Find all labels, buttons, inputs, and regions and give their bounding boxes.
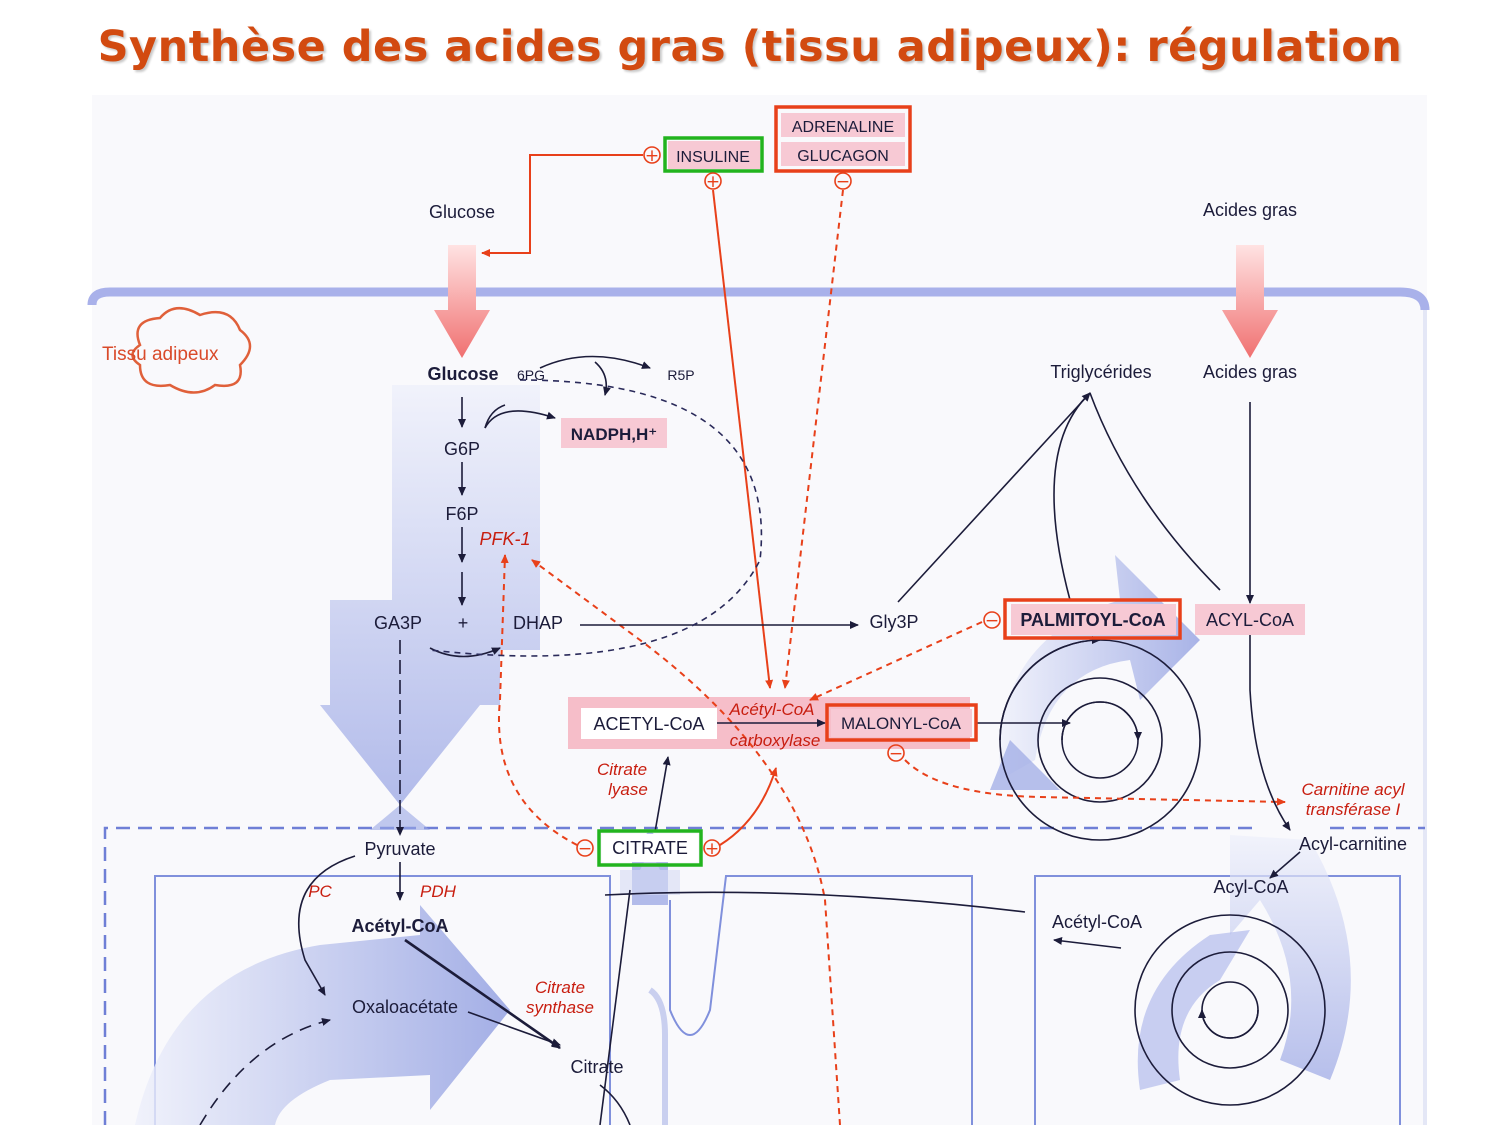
pc-label: PC — [308, 882, 332, 901]
palmitoyl-coa-box — [1003, 598, 1182, 640]
mitochondria-outer-membrane — [103, 826, 1260, 1125]
palmitoyl-coa-label: PALMITOYL-CoA — [1020, 610, 1165, 630]
mito-acetyl-coa-bold-label: Acétyl-CoA — [351, 916, 448, 936]
cpt1-label-line2: transférase I — [1306, 800, 1401, 819]
svg-text:+: + — [705, 839, 719, 859]
glucose-label: Glucose — [427, 364, 498, 384]
citrate-label: Citrate — [570, 1057, 623, 1077]
acc-label-line2: carboxylase — [730, 731, 821, 750]
mitochondria-inner-membrane-left — [154, 875, 611, 1125]
oxaloacetate-label: Oxaloacétate — [352, 997, 458, 1017]
ga3p-label: GA3P — [374, 613, 422, 633]
beta-oxidation-spiral — [1134, 914, 1326, 1106]
fatty-acid-entry-arrow — [1222, 245, 1278, 358]
citrate-box-label: CITRATE — [612, 838, 688, 858]
mito-acyl-coa-label: Acyl-CoA — [1213, 877, 1288, 897]
acc-label-line1: Acétyl-CoA — [728, 700, 814, 719]
acyl-carnitine-label: Acyl-carnitine — [1299, 834, 1407, 854]
gly3p-label: Gly3P — [869, 612, 918, 632]
f6p-label: F6P — [445, 504, 478, 524]
glycolysis-flux-arrow — [320, 385, 540, 805]
insuline-box — [663, 136, 764, 173]
tissue-cloud-icon — [131, 307, 252, 394]
beta-oxidation-arrow — [1230, 835, 1351, 1080]
svg-text:+: + — [645, 146, 659, 166]
acetyl-coa-box — [581, 708, 717, 739]
acetyl-coa-label: ACETYL-CoA — [593, 714, 704, 734]
nadph-label: NADPH,H⁺ — [571, 425, 657, 444]
r5p-label: R5P — [667, 367, 694, 383]
fatty-acids-label: Acides gras — [1203, 362, 1297, 382]
mitochondria-inner-membrane-right — [1034, 875, 1401, 1125]
malonyl-coa-label: MALONYL-CoA — [841, 714, 962, 733]
cpt1-label-line1: Carnitine acyl — [1302, 780, 1406, 799]
glucose-entry-arrow — [434, 245, 490, 358]
svg-text:−: − — [578, 839, 592, 859]
citrate-synthase-line1: Citrate — [535, 978, 585, 997]
citrate-lyase-line1: Citrate — [597, 760, 647, 779]
insuline-label: INSULINE — [676, 149, 750, 166]
tissue-label: Tissu adipeux — [102, 344, 219, 365]
plus-label: + — [458, 613, 469, 633]
pentose-phosphate-loop — [429, 379, 763, 657]
cell-membrane — [87, 287, 1430, 311]
slide-title: Synthèse des acides gras (tissu adipeux)… — [97, 22, 1403, 72]
svg-text:−: − — [836, 172, 850, 192]
outside-glucose-label: Glucose — [429, 202, 495, 222]
acyl-coa-label: ACYL-CoA — [1206, 610, 1294, 630]
mito-acetyl-coa-label: Acétyl-CoA — [1052, 912, 1142, 932]
malonyl-coa-box — [825, 703, 978, 742]
triglycerides-label: Triglycérides — [1050, 362, 1151, 382]
adrenaline-label: ADRENALINE — [792, 119, 894, 136]
regulation-signs: + + − − − − + — [576, 146, 1001, 859]
mitochondria-inner-membrane-middle — [669, 875, 973, 1125]
citrate-synthase-line2: synthase — [526, 998, 594, 1017]
metabolic-arrows — [199, 355, 1301, 1125]
pfk1-label: PFK-1 — [479, 529, 530, 549]
glucagon-label: GLUCAGON — [797, 148, 889, 165]
regulation-arrows — [481, 154, 1286, 1125]
g6p-label: G6P — [444, 439, 480, 459]
svg-text:−: − — [889, 744, 903, 764]
acyl-coa-box — [1195, 604, 1305, 635]
dhap-label: DHAP — [513, 613, 563, 633]
adrenaline-glucagon-box — [774, 105, 912, 173]
krebs-cycle-arrow — [135, 905, 510, 1125]
citrate-box — [597, 829, 703, 867]
pdh-label: PDH — [420, 882, 457, 901]
svg-text:−: − — [985, 611, 999, 631]
outside-fatty-acids-label: Acides gras — [1203, 200, 1297, 220]
6pg-label: 6PG — [517, 367, 545, 383]
svg-text:+: + — [706, 172, 720, 192]
pyruvate-label: Pyruvate — [364, 839, 435, 859]
citrate-lyase-line2: lyase — [608, 780, 648, 799]
